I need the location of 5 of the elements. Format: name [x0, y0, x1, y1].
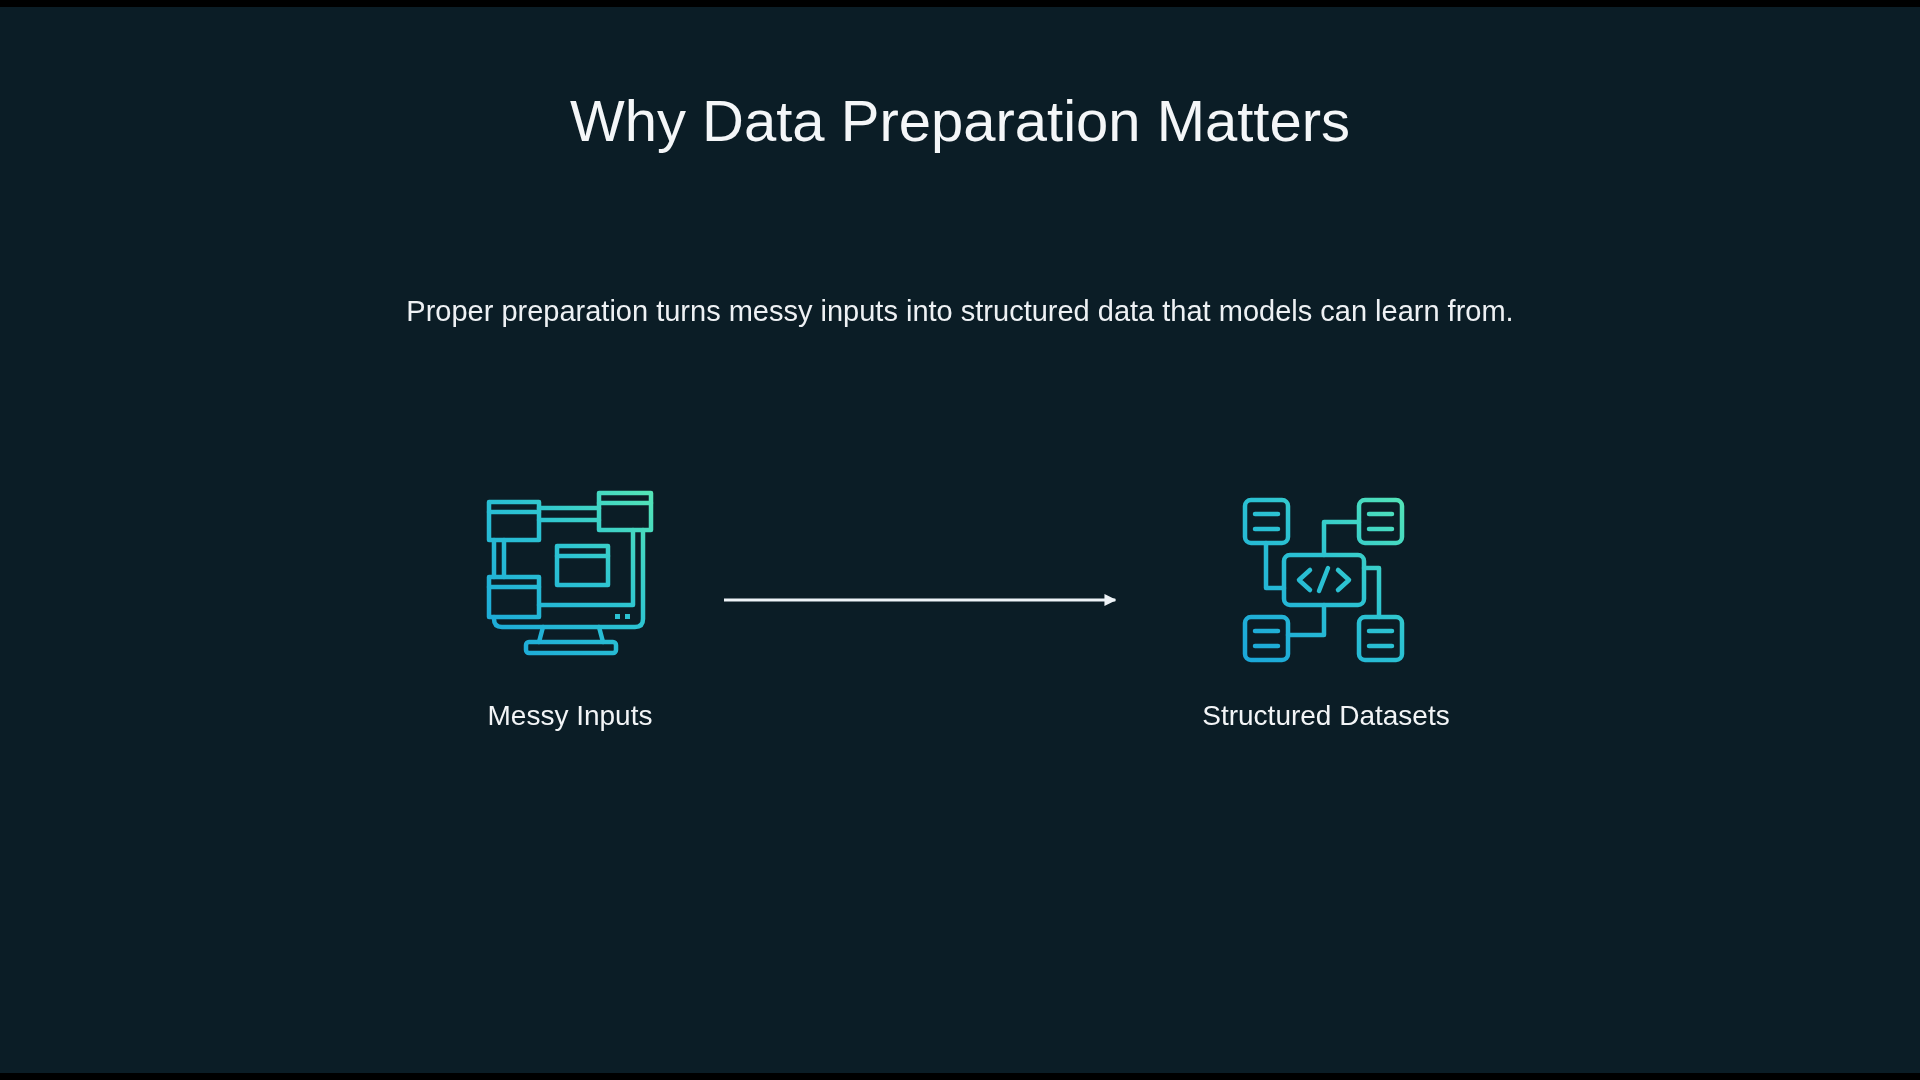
arrow [724, 594, 1117, 606]
node-label: Messy Inputs [487, 699, 653, 733]
node-label: Structured Datasets [1202, 699, 1450, 733]
slide-title: Why Data Preparation Matters [569, 87, 1351, 155]
subtitle: Proper preparation turns messy inputs into structured data that models can learn from. [406, 294, 1514, 329]
